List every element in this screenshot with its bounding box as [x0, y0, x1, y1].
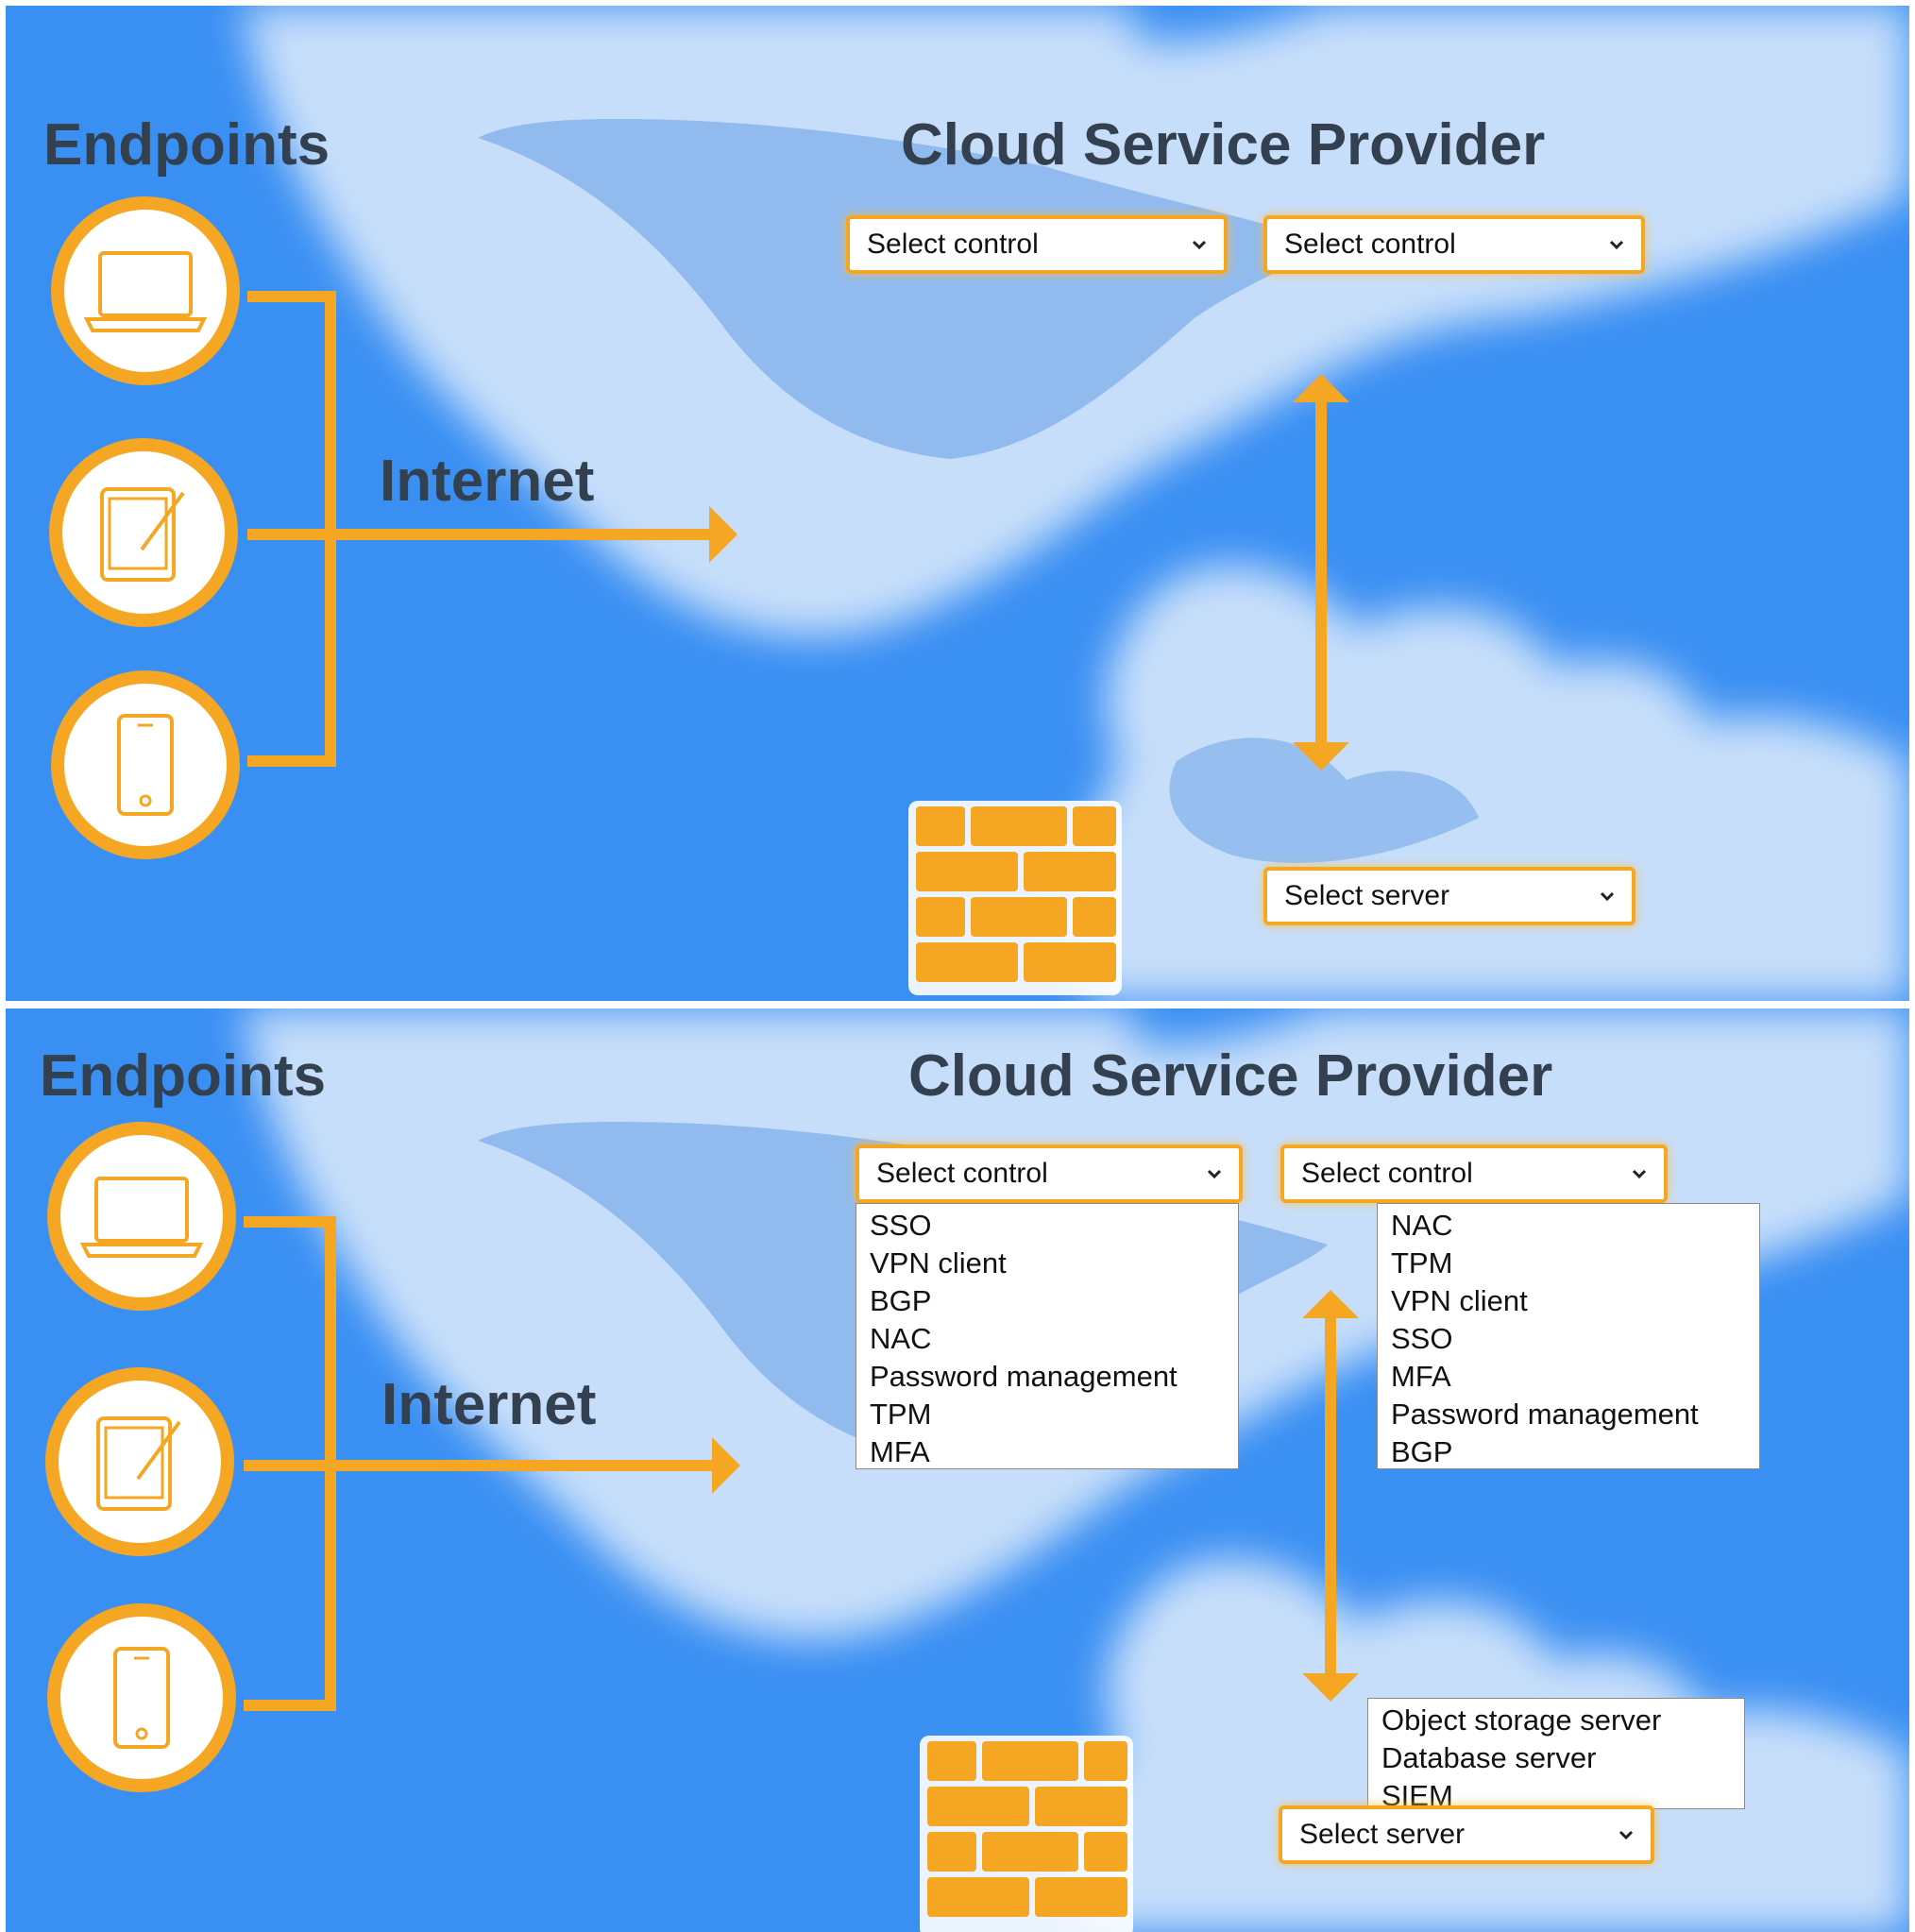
control-select-2-value: Select control — [1301, 1158, 1473, 1189]
diagram-panel-expanded: Endpoints Cloud Service Provider Interne… — [6, 1008, 1909, 1932]
control-select-2[interactable]: Select control — [1280, 1144, 1668, 1203]
option-tpm[interactable]: TPM — [870, 1398, 932, 1431]
smartphone-icon — [117, 714, 174, 816]
connection-lines — [244, 1216, 1359, 1711]
firewall-icon — [908, 801, 1122, 995]
tablet-icon — [100, 487, 185, 582]
control-select-1[interactable]: Select control — [846, 215, 1228, 274]
option-mfa[interactable]: MFA — [1391, 1360, 1451, 1393]
connection-lines — [247, 291, 1349, 771]
control-select-1-options: SSO VPN client BGP NAC Password manageme… — [856, 1203, 1239, 1469]
smartphone-icon — [113, 1647, 170, 1749]
option-database-server[interactable]: Database server — [1381, 1741, 1597, 1774]
tablet-device — [45, 1367, 234, 1556]
option-password-management[interactable]: Password management — [1391, 1398, 1699, 1431]
control-select-2-value: Select control — [1284, 229, 1456, 260]
option-nac[interactable]: NAC — [870, 1322, 932, 1355]
option-nac[interactable]: NAC — [1391, 1209, 1453, 1242]
control-select-2-options: NAC TPM VPN client SSO MFA Password mana… — [1377, 1203, 1760, 1469]
chevron-down-icon — [1618, 1830, 1634, 1840]
diagram-panel-collapsed: Endpoints Cloud Service Provider Interne… — [6, 6, 1909, 1001]
laptop-icon — [83, 251, 208, 332]
option-mfa[interactable]: MFA — [870, 1435, 930, 1468]
server-select-value: Select server — [1284, 880, 1450, 911]
option-tpm[interactable]: TPM — [1391, 1246, 1453, 1280]
option-bgp[interactable]: BGP — [1391, 1435, 1453, 1468]
chevron-down-icon — [1632, 1169, 1647, 1179]
control-select-1-value: Select control — [876, 1158, 1048, 1189]
tablet-device — [49, 438, 238, 627]
csp-heading: Cloud Service Provider — [908, 1043, 1553, 1109]
control-select-1-value: Select control — [867, 229, 1039, 260]
chevron-down-icon — [1192, 240, 1207, 250]
endpoints-heading: Endpoints — [43, 112, 330, 178]
laptop-icon — [79, 1177, 204, 1258]
internet-label: Internet — [380, 449, 595, 514]
server-select-value: Select server — [1299, 1819, 1466, 1850]
server-select-options: Object storage server Database server SI… — [1367, 1698, 1745, 1812]
option-sso[interactable]: SSO — [870, 1209, 932, 1242]
endpoints-heading: Endpoints — [40, 1043, 327, 1109]
smartphone-device — [51, 670, 240, 859]
server-select[interactable]: Select server — [1263, 867, 1635, 925]
control-select-1[interactable]: Select control — [856, 1144, 1243, 1203]
csp-heading: Cloud Service Provider — [901, 112, 1546, 178]
server-select[interactable]: Select server — [1279, 1805, 1654, 1864]
option-password-management[interactable]: Password management — [870, 1360, 1178, 1393]
arrow-icon — [712, 1290, 1359, 1702]
smartphone-device — [47, 1603, 236, 1792]
tablet-icon — [96, 1416, 181, 1511]
option-bgp[interactable]: BGP — [870, 1284, 932, 1317]
option-vpn-client[interactable]: VPN client — [1391, 1284, 1528, 1317]
option-vpn-client[interactable]: VPN client — [870, 1246, 1007, 1280]
option-object-storage-server[interactable]: Object storage server — [1381, 1703, 1662, 1737]
chevron-down-icon — [1609, 240, 1624, 250]
laptop-device — [51, 196, 240, 385]
arrow-icon — [709, 374, 1349, 771]
chevron-down-icon — [1207, 1169, 1222, 1179]
firewall-icon — [920, 1736, 1133, 1932]
control-select-2[interactable]: Select control — [1263, 215, 1645, 274]
internet-label: Internet — [381, 1372, 597, 1437]
option-sso[interactable]: SSO — [1391, 1322, 1453, 1355]
laptop-device — [47, 1122, 236, 1311]
chevron-down-icon — [1600, 891, 1615, 902]
